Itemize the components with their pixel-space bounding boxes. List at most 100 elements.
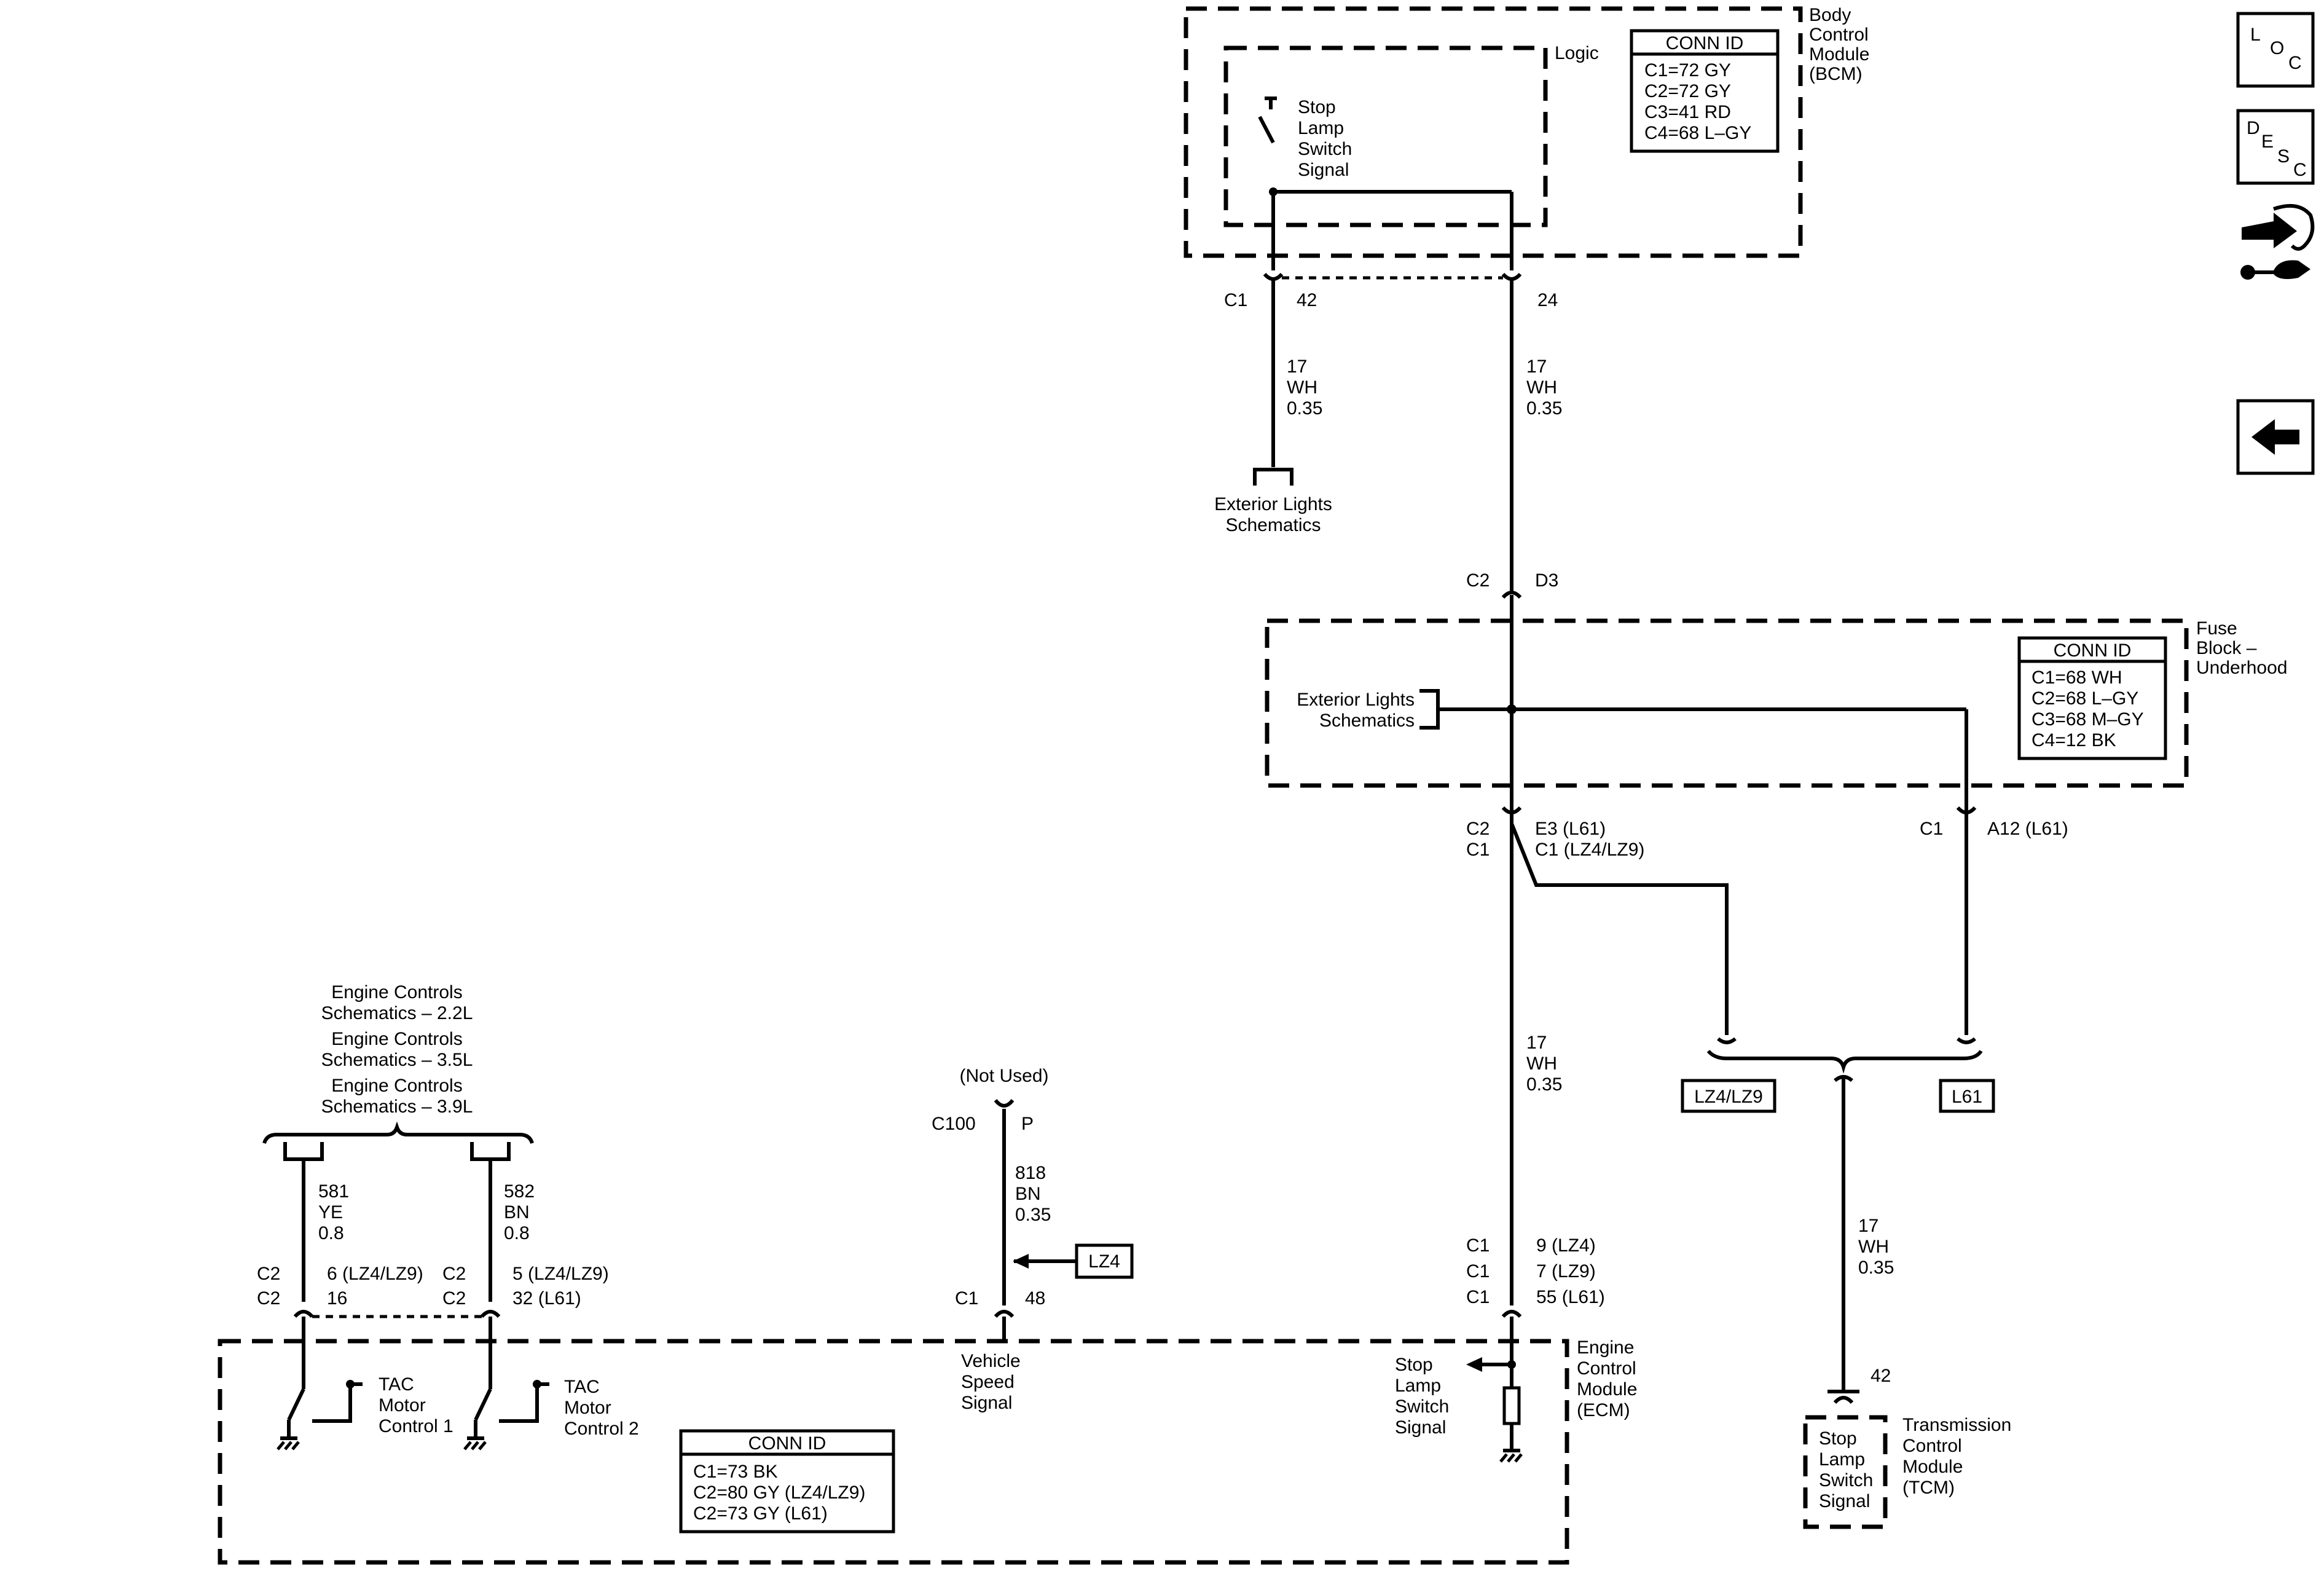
svg-text:C4=68 L–GY: C4=68 L–GY xyxy=(1644,123,1751,143)
svg-text:P: P xyxy=(1021,1114,1034,1134)
svg-text:Schematics: Schematics xyxy=(1319,711,1415,731)
svg-text:Stop: Stop xyxy=(1395,1355,1433,1375)
wire-label-fuse-to-ecm: 17 WH 0.35 xyxy=(1526,1033,1562,1095)
bcm-connector-24: 24 xyxy=(1501,272,1558,593)
svg-text:C100: C100 xyxy=(932,1114,976,1134)
svg-text:E3 (L61): E3 (L61) xyxy=(1535,819,1606,839)
svg-text:C1: C1 xyxy=(955,1288,978,1309)
svg-text:Vehicle: Vehicle xyxy=(961,1351,1021,1371)
loc-button[interactable]: L O C xyxy=(2236,12,2315,88)
ecm-connector: C1 C1 C1 9 (LZ4) 7 (LZ9) 55 (L61) xyxy=(1466,1235,1605,1318)
svg-text:Exterior Lights: Exterior Lights xyxy=(1297,690,1415,710)
back-arrow-button[interactable] xyxy=(2236,399,2315,475)
svg-text:CONN ID: CONN ID xyxy=(748,1433,826,1454)
fuse-block-connector-bottom-right: C1 A12 (L61) xyxy=(1920,806,2068,839)
svg-text:C2: C2 xyxy=(257,1264,280,1284)
svg-text:Control: Control xyxy=(1902,1436,1962,1456)
svg-text:5 (LZ4/LZ9): 5 (LZ4/LZ9) xyxy=(512,1264,609,1284)
svg-text:24: 24 xyxy=(1537,290,1558,310)
svg-text:Underhood: Underhood xyxy=(2196,658,2287,678)
svg-text:42: 42 xyxy=(1297,290,1317,310)
svg-text:0.35: 0.35 xyxy=(1015,1205,1051,1225)
svg-text:Signal: Signal xyxy=(961,1393,1012,1413)
tcm-signal-label: Stop Lamp Switch Signal xyxy=(1819,1428,1873,1511)
option-box-lz4-lz9: LZ4/LZ9 xyxy=(1681,1079,1776,1113)
svg-text:C1: C1 xyxy=(1466,1287,1490,1307)
svg-text:E: E xyxy=(2261,132,2274,152)
svg-text:(TCM): (TCM) xyxy=(1902,1478,1955,1498)
svg-text:L61: L61 xyxy=(1952,1087,1982,1107)
bcm-conn-id-table: CONN ID C1=72 GY C2=72 GY C3=41 RD C4=68… xyxy=(1630,29,1780,153)
ecm-conn-id-table: CONN ID C1=73 BK C2=80 GY (LZ4/LZ9) C2=7… xyxy=(679,1429,895,1534)
svg-text:0.35: 0.35 xyxy=(1858,1258,1894,1278)
svg-text:Exterior Lights: Exterior Lights xyxy=(1214,494,1332,514)
svg-text:Control 1: Control 1 xyxy=(379,1416,453,1436)
svg-text:Control 2: Control 2 xyxy=(564,1419,639,1439)
connector-wrench-icon[interactable] xyxy=(2240,203,2315,280)
bcm-outline xyxy=(1184,6,1803,258)
svg-text:CONN ID: CONN ID xyxy=(2054,640,2132,661)
tcm-name: Transmission Control Module (TCM) xyxy=(1902,1415,2011,1498)
svg-text:Lamp: Lamp xyxy=(1298,118,1344,138)
svg-text:C2: C2 xyxy=(442,1288,466,1309)
svg-text:Switch: Switch xyxy=(1395,1396,1449,1417)
bcm-logic-label: Logic xyxy=(1555,43,1599,63)
svg-text:C2=80 GY (LZ4/LZ9): C2=80 GY (LZ4/LZ9) xyxy=(693,1483,865,1503)
tcm-module: 42 Stop Lamp Switch Signal Transmission … xyxy=(1803,1366,2011,1529)
svg-text:C1=73 BK: C1=73 BK xyxy=(693,1462,778,1482)
svg-text:(ECM): (ECM) xyxy=(1577,1400,1630,1420)
svg-text:TAC: TAC xyxy=(379,1374,414,1395)
fuse-block: Fuse Block – Underhood Exterior Lights S… xyxy=(1265,595,2287,811)
svg-text:Schematics – 3.9L: Schematics – 3.9L xyxy=(321,1097,473,1117)
svg-text:9 (LZ4): 9 (LZ4) xyxy=(1536,1235,1596,1256)
bcm-stop-lamp-switch-symbol xyxy=(1258,96,1513,270)
vss-circuit: (Not Used) C100 P 818 BN 0.35 LZ4 C1 48 … xyxy=(932,1066,1134,1413)
svg-text:Motor: Motor xyxy=(379,1395,426,1416)
svg-text:(BCM): (BCM) xyxy=(1809,64,1863,84)
svg-text:D: D xyxy=(2247,118,2260,138)
svg-text:C2=72 GY: C2=72 GY xyxy=(1644,81,1731,101)
bcm-signal-label: Stop Lamp Switch Signal xyxy=(1298,97,1352,180)
svg-text:C3=68 M–GY: C3=68 M–GY xyxy=(2032,709,2144,730)
svg-text:C4=12 BK: C4=12 BK xyxy=(2032,730,2116,750)
svg-text:Body: Body xyxy=(1809,5,1851,25)
svg-text:C1: C1 xyxy=(1466,1261,1490,1282)
option-brace xyxy=(1706,1049,1983,1392)
svg-text:Stop: Stop xyxy=(1819,1428,1857,1449)
svg-text:WH: WH xyxy=(1287,377,1317,398)
tcm-outline xyxy=(1803,1415,1888,1529)
svg-text:Module: Module xyxy=(1809,44,1869,65)
svg-text:818: 818 xyxy=(1015,1163,1046,1183)
svg-text:17: 17 xyxy=(1287,356,1307,377)
bcm-connector-c1-42: C1 42 xyxy=(1224,272,1317,467)
svg-text:32 (L61): 32 (L61) xyxy=(512,1288,581,1309)
ecm-stop-lamp-input-symbol xyxy=(1466,1317,1523,1463)
svg-text:17: 17 xyxy=(1526,356,1547,377)
svg-text:Schematics – 2.2L: Schematics – 2.2L xyxy=(321,1003,473,1023)
vss-option-arrow: LZ4 xyxy=(1013,1243,1134,1279)
vss-not-used: (Not Used) xyxy=(959,1066,1048,1086)
svg-text:C2=68 L–GY: C2=68 L–GY xyxy=(2032,688,2138,709)
svg-text:Motor: Motor xyxy=(564,1398,611,1418)
svg-text:16: 16 xyxy=(327,1288,347,1309)
svg-text:Control: Control xyxy=(1809,25,1869,45)
svg-text:C2: C2 xyxy=(442,1264,466,1284)
left-arrow-icon xyxy=(2251,419,2299,455)
svg-text:C3=41 RD: C3=41 RD xyxy=(1644,102,1731,122)
svg-text:Control: Control xyxy=(1577,1358,1636,1379)
tcm-pin: 42 xyxy=(1871,1366,1891,1386)
svg-text:Module: Module xyxy=(1902,1457,1963,1477)
desc-button[interactable]: D E S C xyxy=(2236,109,2315,185)
option-box-l61: L61 xyxy=(1939,1079,1995,1113)
bcm-module: Logic Body Control Module (BCM) Stop Lam… xyxy=(1184,5,1869,270)
svg-text:Stop: Stop xyxy=(1298,97,1336,117)
svg-text:C2: C2 xyxy=(1466,819,1490,839)
svg-text:C: C xyxy=(2288,53,2302,73)
svg-text:CONN ID: CONN ID xyxy=(1666,33,1744,53)
tac2-connector: C2 C2 5 (LZ4/LZ9) 32 (L61) xyxy=(442,1264,609,1318)
ecm-module: Engine Control Module (ECM) TAC Motor Co… xyxy=(218,1317,1637,1565)
svg-text:Module: Module xyxy=(1577,1379,1637,1400)
svg-text:0.8: 0.8 xyxy=(504,1223,530,1243)
svg-text:0.35: 0.35 xyxy=(1526,398,1562,419)
tac2-label: TAC Motor Control 2 xyxy=(564,1377,639,1439)
